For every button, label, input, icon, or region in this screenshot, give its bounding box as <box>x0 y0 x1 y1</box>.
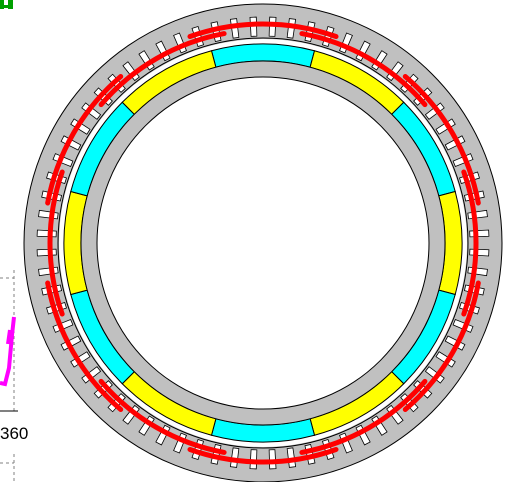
magenta-trace-top <box>6 329 12 345</box>
stator-slot <box>122 61 140 82</box>
stator-bore-boundary <box>57 37 469 449</box>
stator-slot <box>371 50 388 71</box>
stator-slot <box>138 415 155 436</box>
stator-slot <box>36 229 57 238</box>
partial-plot <box>0 270 18 482</box>
stator-slot <box>371 415 388 436</box>
winding-coil <box>47 169 65 317</box>
winding-coil <box>45 280 124 412</box>
winding-coil <box>45 74 124 206</box>
x-axis-tick-label: 360 <box>0 424 29 443</box>
winding-coil <box>187 21 339 40</box>
stator-slot <box>138 50 155 71</box>
winding-coil <box>187 446 339 465</box>
winding-coil <box>402 280 481 412</box>
winding-coil <box>98 378 227 455</box>
winding-coil <box>299 31 428 108</box>
winding-coil <box>299 378 428 455</box>
air-gap <box>59 39 467 447</box>
electrical-machine <box>23 3 503 482</box>
winding-coil <box>461 169 479 317</box>
stator-slot <box>469 248 490 257</box>
winding-coil <box>98 31 227 108</box>
magenta-trace <box>0 316 16 387</box>
rotor-yoke <box>80 60 446 426</box>
stator-slot <box>469 229 490 238</box>
stator-slot <box>386 61 404 82</box>
corner-mark <box>0 0 13 9</box>
stator-slot <box>122 404 140 425</box>
stator-slot <box>36 248 57 257</box>
stator-slot <box>386 404 404 425</box>
winding-coil <box>402 74 481 206</box>
